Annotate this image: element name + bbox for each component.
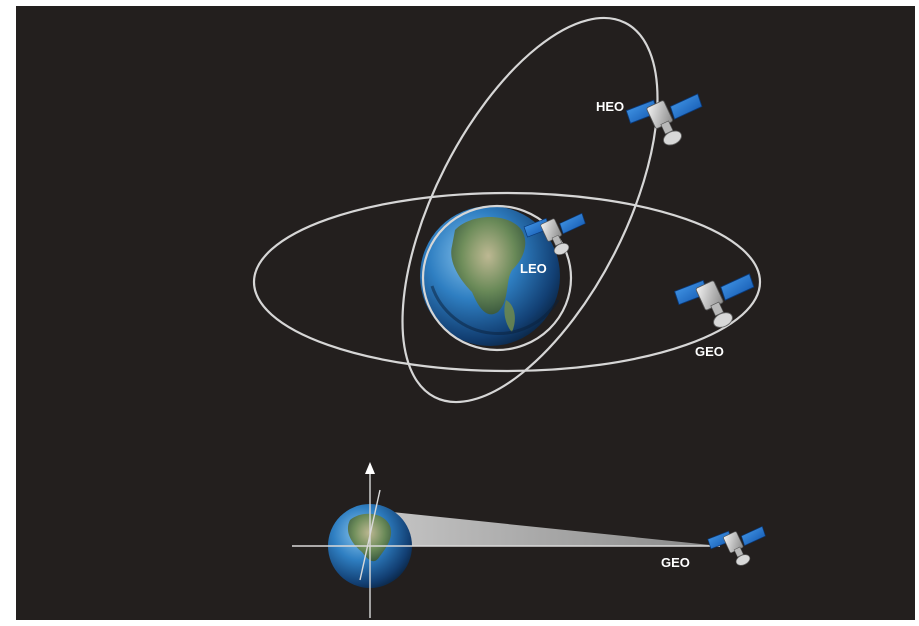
coverage-beam [372, 510, 720, 546]
heo-orbit [401, 16, 659, 404]
orbit-lines [252, 16, 762, 404]
heo-label: HEO [596, 99, 624, 114]
leo-orbit [421, 204, 573, 352]
earth-icon [420, 206, 560, 346]
geo-label: GEO [695, 344, 724, 359]
axis-arrow-icon [365, 462, 375, 474]
geo-bottom-label: GEO [661, 555, 690, 570]
axis-lines [292, 472, 720, 618]
geo-orbit [252, 191, 762, 373]
leo-label: LEO [520, 261, 547, 276]
